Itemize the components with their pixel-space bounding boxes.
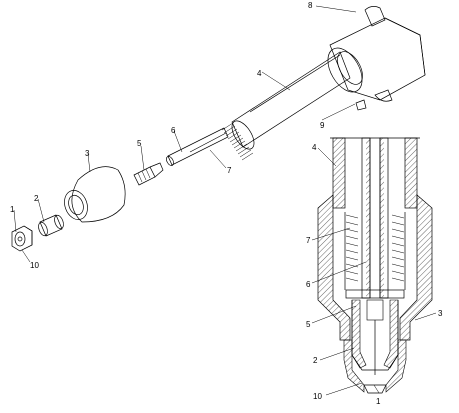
section-view: 4 7 6 5 3 2 10 1 bbox=[306, 137, 443, 406]
callout-8: 8 bbox=[308, 1, 313, 10]
section-outer-body bbox=[330, 137, 420, 209]
section-callout-10: 10 bbox=[313, 392, 322, 401]
section-springs bbox=[344, 212, 406, 290]
callout-10: 10 bbox=[30, 261, 39, 270]
part-1-tip-nut bbox=[11, 225, 33, 252]
callout-3: 3 bbox=[85, 149, 90, 158]
callout-5: 5 bbox=[137, 139, 142, 148]
section-electrode bbox=[361, 137, 389, 299]
section-nozzle bbox=[345, 289, 405, 375]
section-callout-3: 3 bbox=[438, 309, 443, 318]
callout-9: 9 bbox=[320, 121, 325, 130]
section-leaders bbox=[311, 147, 437, 396]
callout-4: 4 bbox=[257, 69, 262, 78]
section-callout-2: 2 bbox=[313, 356, 318, 365]
exploded-view: 8 4 9 6 7 5 3 2 1 10 bbox=[10, 1, 426, 270]
section-shield-cup bbox=[317, 194, 433, 341]
section-callout-1: 1 bbox=[376, 397, 381, 406]
callout-2: 2 bbox=[34, 194, 39, 203]
callout-1: 1 bbox=[10, 205, 15, 214]
part-5-tip-insert bbox=[133, 162, 164, 186]
connector-9 bbox=[374, 89, 393, 102]
part-6-electrode-rod bbox=[166, 127, 229, 166]
thread-section bbox=[221, 120, 255, 161]
part-4-torch-body bbox=[221, 6, 426, 161]
part-3-shield-cup bbox=[64, 166, 126, 223]
callout-6: 6 bbox=[171, 126, 176, 135]
section-callout-5: 5 bbox=[306, 320, 311, 329]
section-callout-6: 6 bbox=[306, 280, 311, 289]
part-2-nozzle bbox=[38, 214, 64, 237]
section-callout-4: 4 bbox=[312, 143, 317, 152]
connector-8 bbox=[364, 6, 386, 27]
section-tip bbox=[343, 339, 407, 394]
callout-7: 7 bbox=[227, 166, 232, 175]
exploded-leaders bbox=[13, 5, 357, 263]
section-callout-7: 7 bbox=[306, 236, 311, 245]
